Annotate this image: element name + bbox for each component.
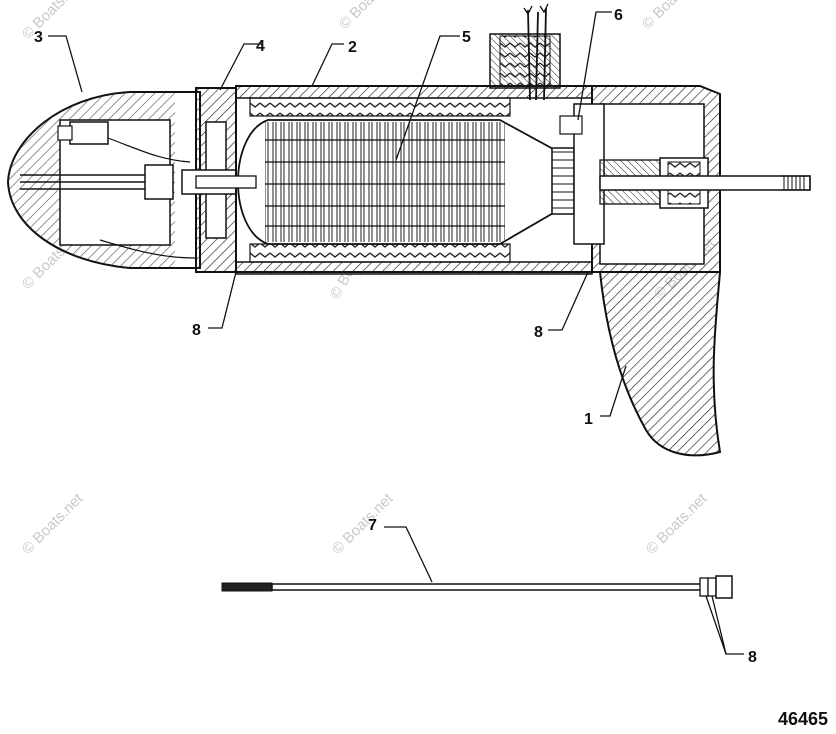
callout-3: 3 <box>34 29 43 46</box>
callout-2: 2 <box>348 39 357 56</box>
callout-8: 8 <box>748 649 757 666</box>
nose-cone <box>6 91 201 269</box>
watermark: © Boats.net <box>329 490 397 558</box>
callout-8: 8 <box>534 324 543 341</box>
callout-8: 8 <box>192 322 201 339</box>
leader-lines <box>48 11 744 655</box>
callout-1: 1 <box>584 411 593 428</box>
callout-7: 7 <box>368 517 377 534</box>
callout-labels: 1 2 3 4 5 6 7 8 8 8 <box>34 7 757 666</box>
watermark: © Boats.net <box>336 0 404 33</box>
lower-unit-housing <box>559 85 811 457</box>
watermark: © Boats.net <box>643 490 711 558</box>
through-bolt <box>221 575 733 599</box>
callout-5: 5 <box>462 29 471 46</box>
armature <box>195 119 575 245</box>
wire-grommet <box>489 3 561 101</box>
callout-6: 6 <box>614 7 623 24</box>
callout-4: 4 <box>256 38 265 55</box>
watermark: © Boats.net <box>19 490 87 558</box>
part-number: 46465 <box>777 709 828 729</box>
watermark: © Boats.net <box>639 0 707 33</box>
